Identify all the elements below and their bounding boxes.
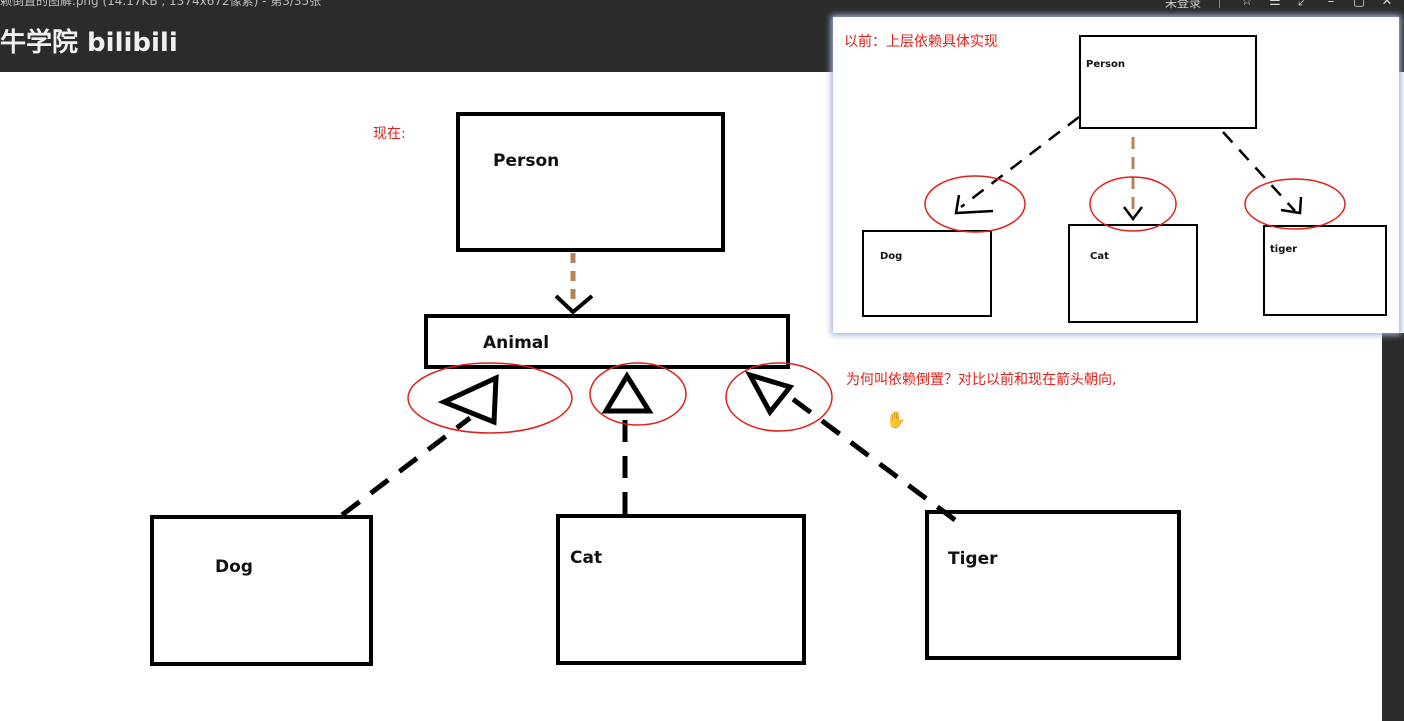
maximize-icon[interactable]: ▢ xyxy=(1352,0,1366,9)
before-person-box: Person xyxy=(1079,35,1257,129)
menu-icon[interactable]: ☰ xyxy=(1269,0,1281,9)
dog-inherit-arrowhead xyxy=(437,374,499,426)
login-link[interactable]: 未登录 xyxy=(1164,0,1201,10)
before-dog-arrowhead xyxy=(954,194,994,215)
before-note: 以前：上层依赖具体实现 xyxy=(844,34,998,50)
window-controls: 未登录 ☆ ☰ ⤢ – ▢ ✕ xyxy=(1165,0,1404,10)
person-label: Person xyxy=(493,151,560,171)
before-diagram-arrows xyxy=(924,116,1346,233)
before-tiger-label: tiger xyxy=(1270,244,1298,255)
before-person-label: Person xyxy=(1086,59,1125,70)
tiger-arrow-circle xyxy=(725,362,833,432)
before-cat-box: Cat xyxy=(1068,224,1198,323)
cat-label: Cat xyxy=(570,548,603,568)
tiger-box: Tiger xyxy=(925,510,1181,660)
scrollbar[interactable] xyxy=(1382,333,1404,721)
before-cat-circle xyxy=(1089,176,1177,232)
tiger-animal-line xyxy=(788,394,957,523)
before-cat-arrowhead xyxy=(1123,206,1143,222)
tiger-label: Tiger xyxy=(948,549,998,569)
before-tiger-circle xyxy=(1244,178,1346,230)
before-tiger-box: tiger xyxy=(1263,225,1387,316)
window-title: 赖倒置的图解.png (14.17KB , 1374x672像素) - 第3/3… xyxy=(0,0,322,8)
cat-arrow-circle xyxy=(589,362,687,426)
person-animal-arrowhead xyxy=(554,294,594,315)
before-dog-circle xyxy=(924,175,1026,233)
close-icon[interactable]: ✕ xyxy=(1381,0,1393,9)
dog-box: Dog xyxy=(150,515,373,666)
note-question: 为何叫依赖倒置？对比以前和现在箭头朝向, xyxy=(846,372,1117,388)
cat-inherit-arrowhead xyxy=(601,371,654,414)
person-box: Person xyxy=(456,112,725,252)
before-person-tiger-line xyxy=(1222,131,1296,212)
divider xyxy=(1219,0,1220,8)
animal-label: Animal xyxy=(483,333,550,353)
before-diagram-panel: 以前：上层依赖具体实现 Person Dog Cat tiger xyxy=(833,17,1399,333)
brand-logo: 牛学院 bilibili xyxy=(0,28,178,58)
cat-box: Cat xyxy=(556,514,806,665)
before-cat-label: Cat xyxy=(1090,251,1109,262)
hand-cursor-icon: ✋ xyxy=(886,410,906,429)
fullscreen-icon[interactable]: ⤢ xyxy=(1297,0,1309,9)
before-dog-label: Dog xyxy=(880,251,903,262)
tiger-inherit-arrowhead xyxy=(744,370,795,417)
dog-label: Dog xyxy=(215,557,253,577)
share-icon[interactable]: ☆ xyxy=(1241,0,1253,9)
before-person-dog-line xyxy=(960,116,1080,208)
dog-animal-line xyxy=(340,416,472,517)
before-dog-box: Dog xyxy=(862,230,992,317)
dog-arrow-circle xyxy=(407,362,573,434)
before-tiger-arrowhead xyxy=(1280,196,1303,215)
note-now: 现在: xyxy=(373,126,406,142)
minimize-icon[interactable]: – xyxy=(1327,0,1335,9)
animal-box: Animal xyxy=(424,314,790,369)
